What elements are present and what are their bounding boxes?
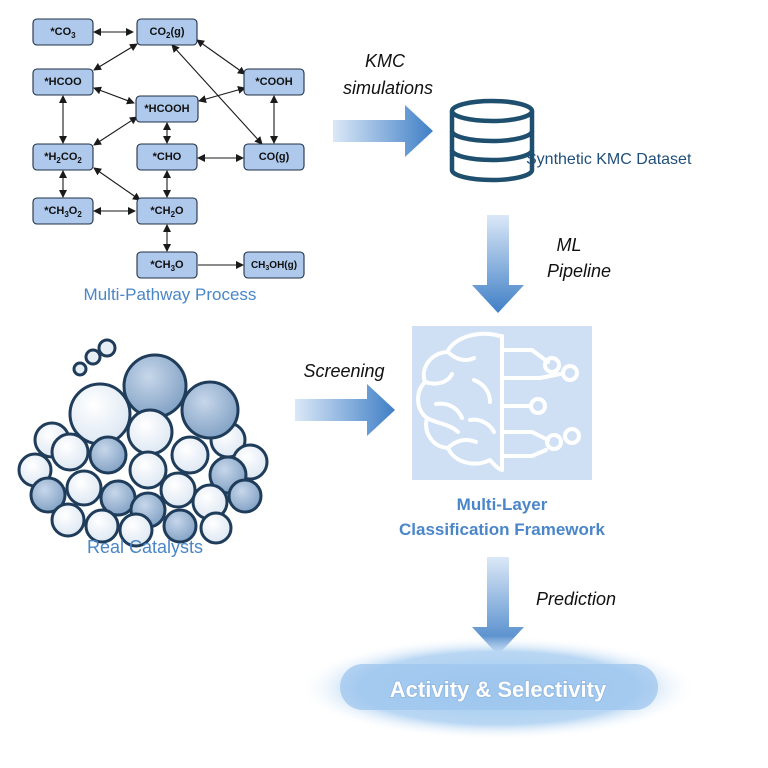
node-h2co2: *H2CO2	[32, 143, 94, 171]
network-title: Multi-Pathway Process	[84, 285, 257, 304]
result-label: Activity & Selectivity	[390, 677, 607, 702]
node-cooh-label: *COOH	[255, 76, 292, 88]
framework-line1: Multi-Layer	[457, 495, 548, 514]
node-hcoo-label: *HCOO	[44, 76, 82, 88]
node-co3-label: *CO3	[50, 26, 76, 40]
nanoparticle-catalyst-icon	[17, 338, 269, 548]
node-cog: CO(g)	[243, 143, 305, 171]
node-cooh: *COOH	[243, 68, 305, 96]
node-co2g-label: CO2(g)	[150, 26, 185, 40]
step-ml-line2: Pipeline	[547, 261, 611, 281]
node-cog-label: CO(g)	[259, 151, 290, 163]
node-cho-label: *CHO	[153, 151, 182, 163]
step-kmc-line2: simulations	[343, 78, 433, 98]
kmc-arrow	[333, 105, 433, 157]
node-ch3o2-label: *CH3O2	[44, 205, 82, 219]
edge-cooh-hcooh	[198, 86, 246, 103]
node-co3: *CO3	[32, 18, 94, 46]
prediction-arrow	[472, 557, 524, 655]
node-cho: *CHO	[136, 143, 198, 171]
edge-h2co2-hcooh	[93, 116, 138, 146]
brain-circuit-icon	[412, 326, 592, 480]
ml-pipeline-arrow	[472, 215, 524, 313]
framework-line2: Classification Framework	[399, 520, 606, 539]
step-prediction: Prediction	[536, 589, 616, 609]
node-ch3ohg-label: CH3OH(g)	[251, 260, 297, 272]
node-hcooh-label: *HCOOH	[144, 103, 189, 115]
node-ch2o: *CH2O	[136, 197, 198, 225]
node-ch3o: *CH3O	[136, 251, 198, 279]
node-hcoo: *HCOO	[32, 68, 94, 96]
reaction-edges	[59, 28, 278, 269]
edge-co2g-cooh	[196, 39, 246, 75]
screening-arrow	[295, 384, 395, 436]
catalysts-label: Real Catalysts	[87, 537, 203, 557]
dataset-label: Synthetic KMC Dataset	[526, 151, 692, 168]
node-ch3ohg: CH3OH(g)	[243, 251, 305, 279]
step-ml-line1: ML	[556, 235, 581, 255]
node-ch3o-label: *CH3O	[150, 259, 184, 273]
node-co2g: CO2(g)	[136, 18, 198, 46]
node-ch3o2: *CH3O2	[32, 197, 94, 225]
reaction-network: *CO3 CO2(g) *HCOO *COOH *HCOOH *H2CO2 *C…	[32, 18, 305, 304]
step-screening: Screening	[303, 361, 384, 381]
step-kmc-line1: KMC	[365, 51, 406, 71]
node-h2co2-label: *H2CO2	[44, 151, 82, 165]
result-pill	[340, 664, 658, 710]
edge-co2g-hcoo	[93, 43, 138, 71]
edge-hcoo-hcooh	[93, 86, 135, 105]
node-hcooh: *HCOOH	[135, 95, 199, 123]
edge-h2co2-ch2o	[93, 167, 141, 201]
node-ch2o-label: *CH2O	[150, 205, 184, 219]
database-icon	[449, 98, 535, 183]
